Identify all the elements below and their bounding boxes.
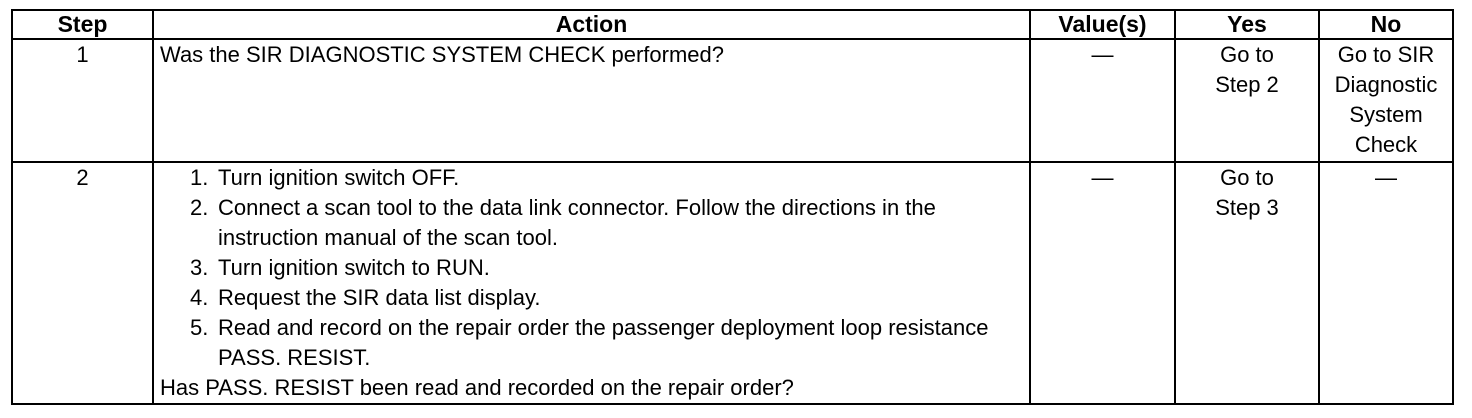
instruction-item: 3. Turn ignition switch to RUN. (190, 253, 1023, 283)
header-step: Step (11, 9, 154, 40)
instruction-number: 3. (190, 255, 209, 280)
header-yes: Yes (1174, 9, 1320, 40)
header-values: Value(s) (1029, 9, 1176, 40)
instruction-text: Read and record on the repair order the … (218, 315, 989, 370)
question-text: Has PASS. RESIST been read and recorded … (160, 375, 794, 400)
yes-cell: Go to Step 2 (1174, 38, 1320, 163)
value-cell: — (1029, 161, 1176, 405)
table-row: 2 1. Turn ignition switch OFF. 2. Connect … (11, 161, 1454, 405)
no-line: Diagnostic (1334, 72, 1438, 97)
no-cell: — (1318, 161, 1454, 405)
instruction-item: 5. Read and record on the repair order th… (190, 313, 1023, 373)
no-cell: Go to SIR Diagnostic System Check (1318, 38, 1454, 163)
instruction-number: 5. (190, 315, 209, 340)
header-no: No (1318, 9, 1454, 40)
yes-line: Step 3 (1215, 195, 1279, 220)
header-action: Action (152, 9, 1031, 40)
step-number: 1 (11, 38, 154, 163)
table-header-row: Step Action Value(s) Yes No (11, 9, 1454, 40)
action-cell: 1. Turn ignition switch OFF. 2. Connect a … (152, 161, 1031, 405)
value-cell: — (1029, 38, 1176, 163)
instruction-number: 1. (190, 165, 209, 190)
instruction-number: 2. (190, 195, 209, 220)
yes-line: Go to (1220, 42, 1274, 67)
diagnostic-table: Step Action Value(s) Yes No 1 Was the SI… (11, 9, 1454, 405)
yes-line: Step 2 (1215, 72, 1279, 97)
instruction-list: 1. Turn ignition switch OFF. 2. Connect a … (160, 163, 1023, 373)
no-line: Check (1354, 132, 1418, 157)
instruction-text: Turn ignition switch OFF. (218, 165, 460, 190)
instruction-item: 4. Request the SIR data list display. (190, 283, 1023, 313)
instruction-number: 4. (190, 285, 209, 310)
yes-cell: Go to Step 3 (1174, 161, 1320, 405)
action-text: Was the SIR DIAGNOSTIC SYSTEM CHECK perf… (152, 38, 1031, 163)
instruction-text: Turn ignition switch to RUN. (218, 255, 490, 280)
instruction-item: 2. Connect a scan tool to the data link c… (190, 193, 1023, 253)
step-number: 2 (11, 161, 154, 405)
instruction-text: Connect a scan tool to the data link con… (218, 195, 936, 250)
table-row: 1 Was the SIR DIAGNOSTIC SYSTEM CHECK pe… (11, 38, 1454, 163)
instruction-item: 1. Turn ignition switch OFF. (190, 163, 1023, 193)
yes-line: Go to (1220, 165, 1274, 190)
no-line: Go to SIR (1337, 42, 1435, 67)
no-line: System (1349, 102, 1423, 127)
instruction-text: Request the SIR data list display. (218, 285, 541, 310)
